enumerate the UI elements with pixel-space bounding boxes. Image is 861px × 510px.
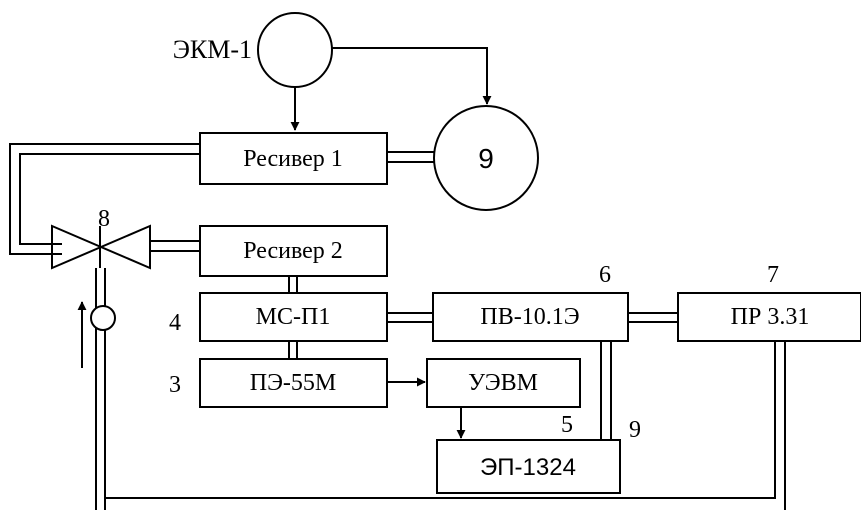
ep-box — [436, 439, 621, 494]
ep-label: ЭП-1324 — [480, 454, 576, 481]
receiver1-pipe-inner — [19, 153, 200, 245]
uevm-box — [426, 358, 581, 408]
uevm-label: УЭВМ — [468, 370, 538, 396]
pe-label: ПЭ-55М — [250, 370, 337, 396]
component-9-circle — [433, 105, 539, 211]
return-pipe-inner — [105, 341, 776, 499]
receiver2-label: Ресивер 2 — [243, 238, 343, 264]
pv-label: ПВ-10.1Э — [480, 304, 579, 330]
ekm-to-circle9-arrow — [332, 47, 492, 105]
receiver1-pipe-outer — [9, 143, 200, 255]
num8-label: 8 — [98, 206, 110, 232]
circle9-label: 9 — [478, 143, 494, 174]
ekm-circle — [257, 12, 333, 88]
num3-label: 3 — [169, 372, 181, 398]
num9-small-label: 9 — [629, 417, 641, 443]
receiver1-label: Ресивер 1 — [243, 146, 343, 172]
receiver1-box — [199, 132, 388, 185]
num7-label: 7 — [767, 262, 779, 288]
num4-label: 4 — [169, 310, 181, 336]
ms-label: МС-П1 — [256, 304, 331, 330]
num5-label: 5 — [561, 412, 573, 438]
pr-box — [677, 292, 861, 342]
pr-label: ПР 3.31 — [731, 304, 810, 330]
ekm-label: ЭКМ-1 — [173, 35, 252, 64]
ms-box — [199, 292, 388, 342]
flow-sensor-circle — [90, 305, 116, 331]
valve-8 — [51, 224, 151, 270]
num6-label: 6 — [599, 262, 611, 288]
pv-box — [432, 292, 629, 342]
